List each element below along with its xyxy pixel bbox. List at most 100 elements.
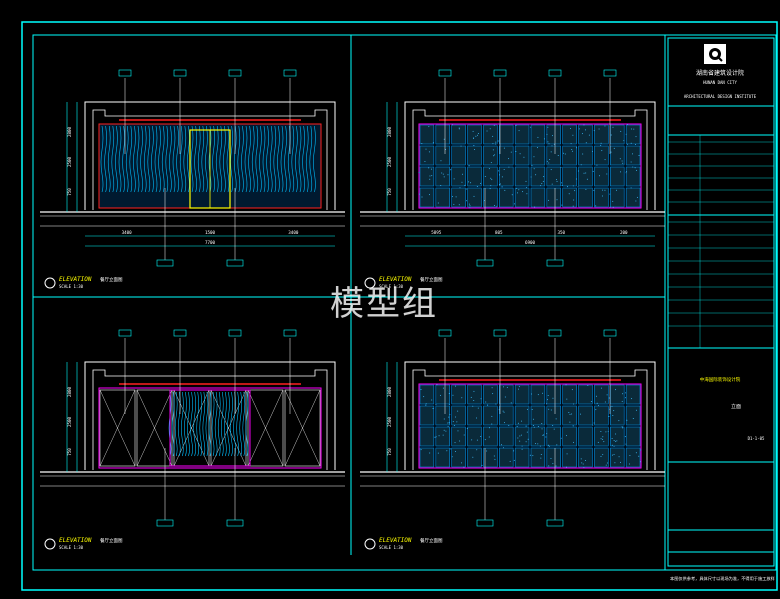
tile-speckle — [470, 182, 471, 183]
tile-speckle — [522, 191, 523, 192]
tile-speckle — [598, 442, 599, 443]
tile-speckle — [573, 206, 574, 207]
tile-speckle — [429, 194, 430, 195]
tile-speckle — [552, 398, 553, 399]
tile-speckle — [545, 437, 546, 438]
svg-text:SCALE 1:30: SCALE 1:30 — [379, 284, 404, 289]
tile-speckle — [419, 172, 420, 173]
tile-speckle — [461, 146, 462, 147]
tile-speckle — [461, 397, 462, 398]
wall-tile — [579, 385, 593, 404]
wall-tile — [626, 167, 640, 186]
wall-tile — [452, 167, 466, 186]
leader-tag — [119, 70, 131, 76]
tile-speckle — [602, 454, 603, 455]
tile-speckle — [625, 436, 626, 437]
tile-speckle — [579, 128, 580, 129]
tile-speckle — [601, 143, 602, 144]
tile-speckle — [620, 158, 621, 159]
tile-speckle — [561, 185, 562, 186]
bottom-dimension: 805 — [495, 230, 503, 235]
tile-speckle — [589, 135, 590, 136]
tile-speckle — [454, 425, 455, 426]
tile-speckle — [538, 394, 539, 395]
tile-speckle — [515, 151, 516, 152]
elevation-label-3: ELEVATION 餐厅立面图 SCALE 1:30 — [45, 537, 123, 550]
tile-speckle — [587, 179, 588, 180]
tile-speckle — [455, 417, 456, 418]
institute-subtitle: ARCHITECTURAL DESIGN INSTITUTE — [684, 94, 757, 99]
tile-speckle — [492, 387, 493, 388]
tile-speckle — [620, 171, 621, 172]
tile-speckle — [557, 199, 558, 200]
tile-speckle — [637, 197, 638, 198]
tile-speckle — [457, 411, 458, 412]
wall-tile — [579, 146, 593, 165]
tile-speckle — [629, 455, 630, 456]
tile-speckle — [420, 389, 421, 390]
wall-tile — [531, 448, 545, 467]
tile-speckle — [532, 409, 533, 410]
wall-tile — [420, 125, 434, 144]
tile-speckle — [585, 189, 586, 190]
wall-tile — [436, 448, 450, 467]
tile-speckle — [511, 152, 512, 153]
tile-speckle — [499, 184, 500, 185]
tile-speckle — [490, 178, 491, 179]
tile-speckle — [522, 446, 523, 447]
tile-speckle — [535, 174, 536, 175]
elevation-label-2: ELEVATION 餐厅立面图 SCALE 1:30 — [365, 276, 443, 289]
wall-tile — [420, 167, 434, 186]
tile-speckle — [619, 456, 620, 457]
tile-speckle — [485, 402, 486, 403]
elevation-top-right: 2800250075058958053502006900 — [360, 70, 665, 266]
tile-speckle — [573, 442, 574, 443]
tile-speckle — [614, 462, 615, 463]
tile-speckle — [438, 202, 439, 203]
svg-text:餐厅立面图: 餐厅立面图 — [100, 276, 123, 283]
elevation-label-4: ELEVATION 餐厅立面图 SCALE 1:30 — [365, 537, 443, 550]
wall-tile — [531, 167, 545, 186]
wall-tile — [531, 125, 545, 144]
tile-speckle — [421, 449, 422, 450]
side-dimension: 750 — [67, 448, 72, 456]
tile-speckle — [542, 393, 543, 394]
tile-speckle — [429, 151, 430, 152]
tile-speckle — [622, 427, 623, 428]
tile-speckle — [554, 429, 555, 430]
tile-speckle — [487, 405, 488, 406]
wall-tile — [420, 385, 434, 404]
tile-speckle — [522, 449, 523, 450]
tile-speckle — [602, 436, 603, 437]
tile-speckle — [508, 158, 509, 159]
tile-speckle — [601, 438, 602, 439]
tile-speckle — [547, 399, 548, 400]
tile-speckle — [614, 446, 615, 447]
tile-speckle — [517, 438, 518, 439]
leader-tag — [604, 330, 616, 336]
tile-speckle — [596, 165, 597, 166]
tile-speckle — [526, 193, 527, 194]
tile-speckle — [505, 397, 506, 398]
wall-tile — [499, 125, 513, 144]
tile-speckle — [625, 444, 626, 445]
drawing-title: 立面 — [731, 403, 741, 410]
tile-speckle — [558, 155, 559, 156]
project-name: 中海国际装饰设计院 — [700, 376, 741, 383]
tile-speckle — [436, 384, 437, 385]
leader-tag — [119, 330, 131, 336]
tile-speckle — [455, 442, 456, 443]
overall-dimension: 6900 — [525, 240, 536, 245]
tile-speckle — [640, 449, 641, 450]
tile-speckle — [544, 138, 545, 139]
tile-speckle — [467, 428, 468, 429]
tile-speckle — [519, 386, 520, 387]
tile-speckle — [507, 387, 508, 388]
wall-tile — [547, 167, 561, 186]
tile-speckle — [447, 174, 448, 175]
tile-speckle — [595, 409, 596, 410]
tile-speckle — [552, 463, 553, 464]
tile-speckle — [585, 172, 586, 173]
tile-speckle — [455, 386, 456, 387]
